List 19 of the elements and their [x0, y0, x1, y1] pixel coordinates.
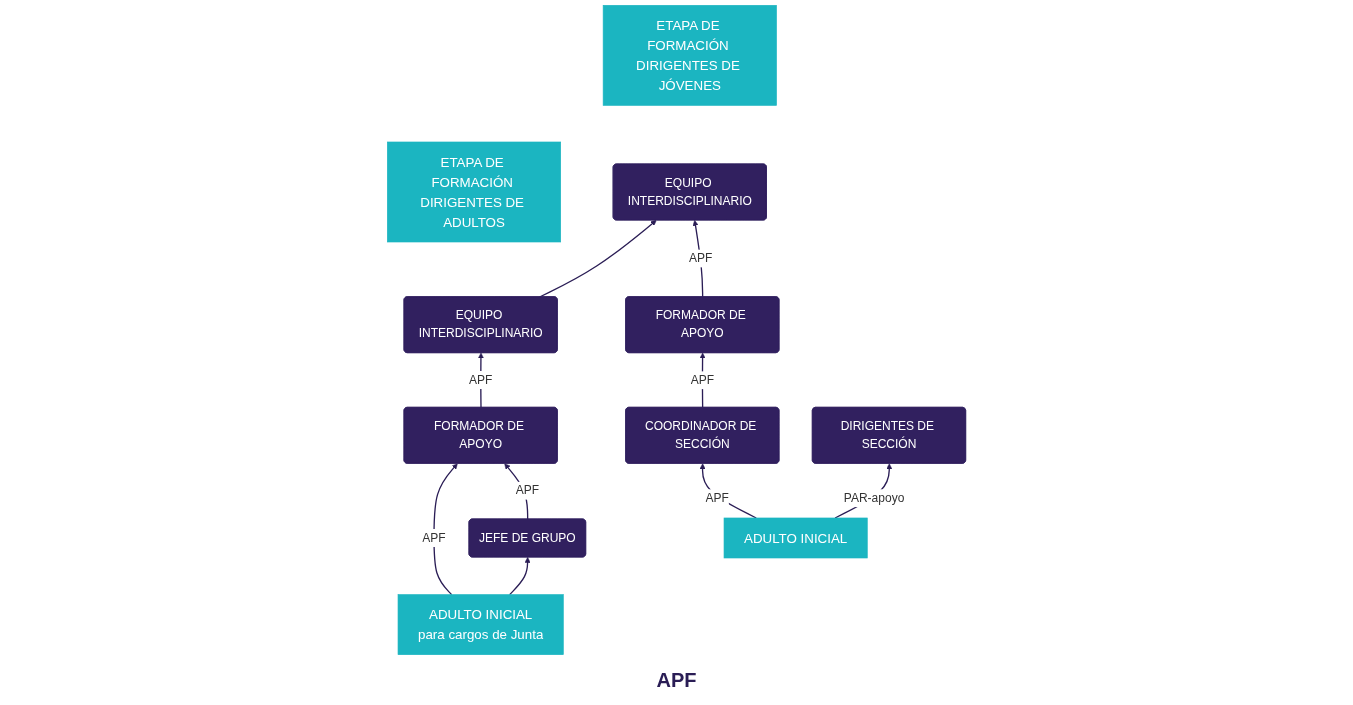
edge-label: APF: [422, 530, 446, 545]
node-box: ADULTO INICIAL: [723, 517, 868, 559]
arrow: [478, 352, 484, 409]
edge-label: PAR-apoyo: [843, 491, 905, 505]
arrow: [699, 352, 706, 409]
node-box: ETAPA DE FORMACIÓN DIRIGENTES DE JÓVENES: [602, 5, 777, 106]
edge-label: APF: [705, 491, 729, 505]
edge-label: APF: [469, 372, 493, 387]
edge-label: APF: [690, 373, 714, 387]
edge-note: APF: [656, 668, 697, 692]
arrow: [699, 463, 757, 519]
node-box: ETAPA DE FORMACIÓN DIRIGENTES DE ADULTOS: [387, 141, 561, 243]
edge-label: APF: [688, 251, 713, 265]
node-box: ADULTO INICIAL para cargos de Junta: [397, 594, 564, 655]
arrow: [692, 220, 704, 298]
arrow: [433, 463, 458, 596]
arrow: [508, 557, 531, 596]
edge-label: APF: [515, 483, 540, 497]
arrow: [504, 463, 529, 520]
